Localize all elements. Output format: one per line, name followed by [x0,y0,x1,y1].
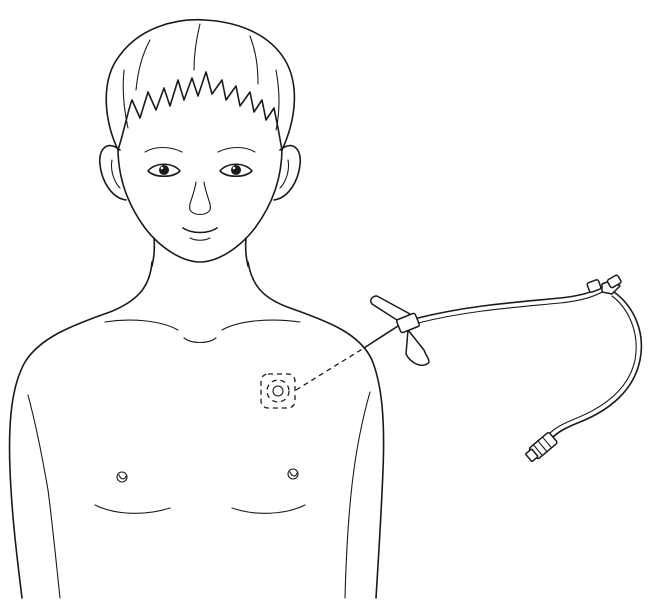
hair-outline [106,20,294,150]
needle-wing-lower [406,330,429,365]
neck-right-line [246,238,248,266]
port-housing [261,374,295,408]
nose [190,182,211,215]
hair-strand-1 [136,40,150,90]
implanted-port [261,374,295,408]
winged-infusion-set [364,275,641,464]
right-arm-inner-line [345,392,370,598]
left-clavicle [105,320,178,330]
right-chest-line [232,505,305,513]
port-reservoir [267,380,289,402]
tubing-clamp [587,279,602,293]
right-clavicle [222,320,300,330]
left-nipple [117,472,127,482]
right-nipple [288,469,298,479]
left-chest-line [95,505,170,513]
left-arm-inner-line [28,395,60,598]
right-ear [274,146,300,200]
hair-strand-2 [194,24,200,70]
needle-shaft [364,326,398,348]
luer-lock-connector [524,432,558,463]
left-eyebrow [145,148,182,153]
neck-left-line [152,238,154,266]
hair-strand-3 [250,36,258,84]
left-ear [100,146,126,200]
neck-notch [184,338,216,343]
mouth [183,228,217,233]
hair-fringe [118,72,282,150]
port-septum [273,386,283,396]
child-head [100,20,301,262]
left-shoulder-outline [10,262,152,598]
right-shoulder-outline [248,262,384,598]
right-eye [220,164,252,176]
left-eye [148,164,180,176]
lower-lip [190,238,210,240]
extension-tubing-loop-inner [549,296,636,434]
right-eyebrow [218,148,255,153]
child-torso [10,262,384,598]
needle-path-indicator [296,348,364,390]
face-outline [118,148,282,262]
extension-tubing-outer [418,286,604,318]
